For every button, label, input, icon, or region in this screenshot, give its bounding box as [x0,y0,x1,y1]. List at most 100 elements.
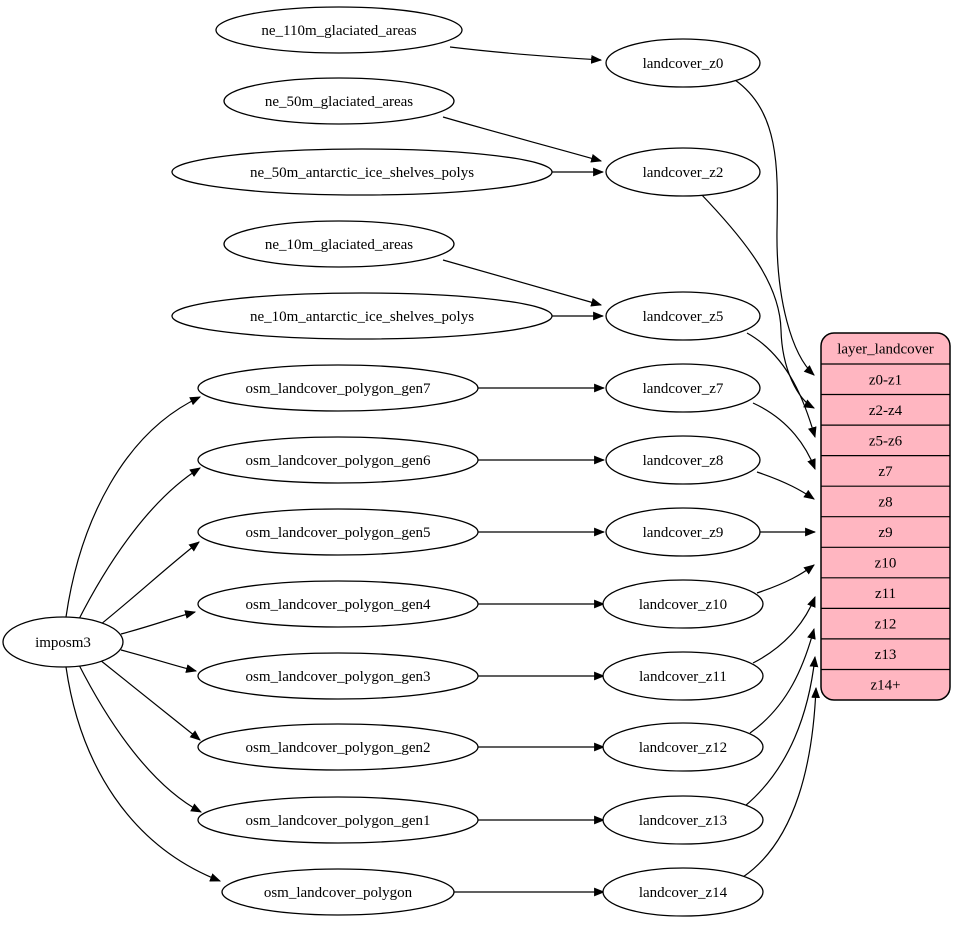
node-landcover-z9: landcover_z9 [605,507,761,557]
node-osm-landcover-polygon-gen2: osm_landcover_polygon_gen2 [197,723,479,771]
node-label: osm_landcover_polygon_gen1 [246,813,431,829]
node-label: landcover_z13 [639,813,727,829]
node-label: ne_10m_antarctic_ice_shelves_polys [250,309,474,325]
table-row-label: z8 [878,494,892,510]
table-row-label: z12 [875,617,897,633]
edge-imposm3-to-osm-landcover-polygon-gen7 [65,396,201,618]
node-ne-10m-glaciated-areas: ne_10m_glaciated_areas [223,220,455,268]
edge-landcover-z13-to-row-z13 [744,655,819,807]
node-landcover-z10: landcover_z10 [602,579,764,629]
edge-imposm3-to-osm-landcover-polygon-gen2 [94,655,201,741]
edge-landcover-z10-to-row-z10 [756,564,815,594]
node-osm-landcover-polygon-gen7: osm_landcover_polygon_gen7 [197,364,479,412]
node-landcover-z0: landcover_z0 [605,38,761,88]
node-label: landcover_z11 [639,669,727,685]
table-title: layer_landcover [837,342,934,358]
table-row-label: z11 [875,586,896,602]
table-row-label: z13 [875,647,897,663]
edge-ne-50m-glaciated-areas-to-landcover-z2 [442,116,603,163]
table-row-label: z9 [878,525,892,541]
node-ellipse [2,616,124,668]
node-ellipse [605,38,761,88]
edge-imposm3-to-osm-landcover-polygon [65,666,222,882]
node-ellipse [602,795,764,845]
node-ellipse [602,722,764,772]
node-label: landcover_z8 [643,453,724,469]
node-label: landcover_z0 [643,56,724,72]
table-row-label: z0-z1 [869,372,902,388]
node-label: ne_10m_glaciated_areas [265,237,413,253]
node-ellipse [223,77,455,125]
node-ellipse [197,580,479,628]
edge-layer [65,46,820,897]
edge-landcover-z11-to-row-z11 [752,595,816,664]
node-label: ne_50m_glaciated_areas [265,94,413,110]
edge-imposm3-to-osm-landcover-polygon-gen3 [120,649,198,673]
node-label: landcover_z2 [643,165,724,181]
node-imposm3: imposm3 [2,616,124,668]
node-ellipse [605,147,761,197]
edge-imposm3-to-osm-landcover-polygon-gen6 [77,467,201,622]
node-landcover-z7: landcover_z7 [605,363,761,413]
node-label: imposm3 [35,635,91,651]
node-osm-landcover-polygon-gen4: osm_landcover_polygon_gen4 [197,580,479,628]
node-osm-landcover-polygon: osm_landcover_polygon [221,868,455,916]
edge-imposm3-to-osm-landcover-polygon-gen4 [120,610,197,635]
node-ellipse [602,651,764,701]
node-osm-landcover-polygon-gen3: osm_landcover_polygon_gen3 [197,652,479,700]
node-landcover-z14: landcover_z14 [602,867,764,917]
node-ellipse [197,508,479,556]
node-ellipse [171,292,553,340]
edge-ne-10m-glaciated-areas-to-landcover-z5 [442,259,603,307]
node-label: landcover_z9 [643,525,724,541]
node-label: osm_landcover_polygon_gen6 [246,453,431,469]
table-layer-landcover: layer_landcover z0-z1 z2-z4 z5-z6 z7 z8 … [820,332,951,701]
node-landcover-z5: landcover_z5 [605,291,761,341]
node-ne-50m-glaciated-areas: ne_50m_glaciated_areas [223,77,455,125]
node-label: osm_landcover_polygon_gen2 [246,740,431,756]
node-landcover-z8: landcover_z8 [605,435,761,485]
node-ellipse [605,291,761,341]
node-label: osm_landcover_polygon_gen4 [246,597,431,613]
node-ellipse [197,796,479,844]
node-ellipse [605,363,761,413]
node-ellipse [223,220,455,268]
node-ellipse [197,652,479,700]
node-label: osm_landcover_polygon_gen3 [246,669,431,685]
node-label: osm_landcover_polygon_gen7 [246,381,431,397]
node-ellipse [221,868,455,916]
node-ellipse [197,723,479,771]
node-ellipse [197,364,479,412]
node-ellipse [215,6,463,54]
edge-imposm3-to-osm-landcover-polygon-gen5 [94,541,200,630]
edge-landcover-z0-to-row-z0-z1 [734,79,815,376]
table-row-label: z10 [875,556,897,572]
node-ellipse [171,148,553,196]
node-ellipse [197,436,479,484]
node-ne-10m-antarctic-ice-shelves-polys: ne_10m_antarctic_ice_shelves_polys [171,292,553,340]
table-row-label: z14+ [870,678,900,694]
table-row-label: z5-z6 [869,433,903,449]
node-label: ne_50m_antarctic_ice_shelves_polys [250,165,474,181]
edge-landcover-z14-to-row-z14plus [742,686,820,878]
edge-landcover-z8-to-row-z8 [756,471,815,500]
node-ellipse [605,507,761,557]
node-label: landcover_z14 [639,885,728,901]
node-label: landcover_z12 [639,740,727,756]
node-landcover-z13: landcover_z13 [602,795,764,845]
edge-landcover-z5-to-row-z5-z6 [746,332,817,439]
node-osm-landcover-polygon-gen6: osm_landcover_polygon_gen6 [197,436,479,484]
edge-landcover-z2-to-row-z2-z4 [699,192,815,409]
node-ne-110m-glaciated-areas: ne_110m_glaciated_areas [215,6,463,54]
node-landcover-z2: landcover_z2 [605,147,761,197]
edge-landcover-z7-to-row-z7 [752,402,816,471]
node-ne-50m-antarctic-ice-shelves-polys: ne_50m_antarctic_ice_shelves_polys [171,148,553,196]
edge-imposm3-to-osm-landcover-polygon-gen1 [77,662,202,813]
node-label: osm_landcover_polygon_gen5 [246,525,431,541]
node-osm-landcover-polygon-gen5: osm_landcover_polygon_gen5 [197,508,479,556]
node-label: osm_landcover_polygon [264,885,413,901]
edge-landcover-z12-to-row-z12 [749,627,816,734]
node-landcover-z12: landcover_z12 [602,722,764,772]
